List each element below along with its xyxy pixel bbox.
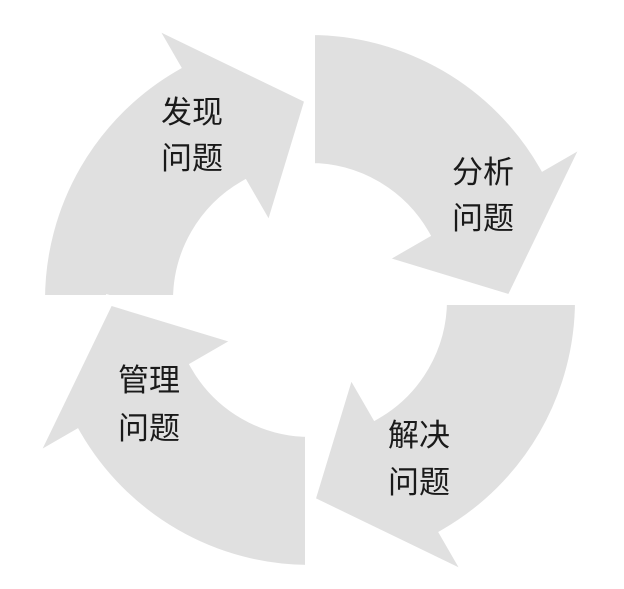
segment-solve [303, 295, 586, 589]
step-manage-line1: 管理 [118, 363, 180, 399]
segment-manage [19, 293, 315, 576]
segment-discover [34, 9, 317, 305]
step-discover-line1: 发现 [161, 95, 223, 131]
step-solve-line2: 问题 [388, 465, 450, 501]
step-analyze: 分析 问题 [452, 155, 514, 237]
step-manage: 管理 问题 [118, 363, 180, 447]
step-analyze-line1: 分析 [452, 155, 514, 191]
step-analyze-line2: 问题 [452, 201, 514, 237]
segment-analyze [305, 24, 601, 307]
step-discover: 发现 问题 [161, 95, 223, 177]
step-solve: 解决 问题 [388, 418, 450, 501]
step-solve-line1: 解决 [388, 418, 450, 454]
step-discover-line2: 问题 [161, 141, 223, 177]
step-manage-line2: 问题 [118, 411, 180, 447]
